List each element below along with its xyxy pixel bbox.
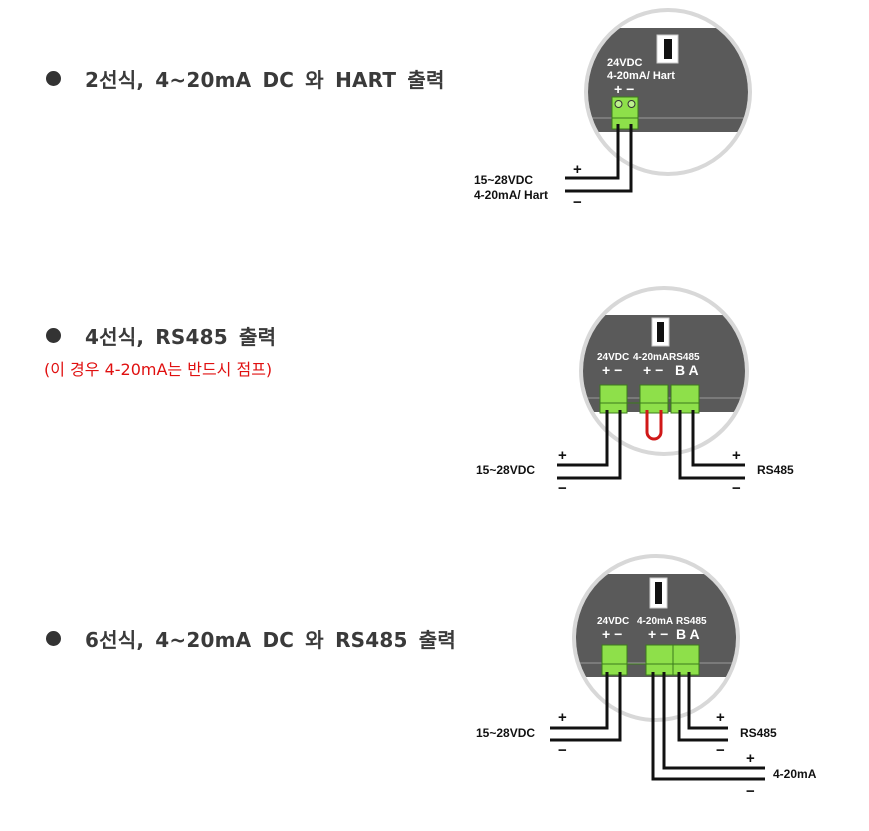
wire-label: 4-20mA [773, 767, 817, 781]
polarity-label: + − [648, 626, 668, 642]
minus-label: − [558, 480, 567, 497]
diagram-4wire: 24VDC 4-20mA RS485 + − + − B A 15~28VDC … [476, 286, 794, 497]
bullet-icon [46, 71, 61, 86]
panel-label: 24VDC [607, 57, 643, 69]
bullet-icon [46, 328, 61, 343]
plus-label: + [716, 709, 725, 726]
panel-label: RS485 [669, 352, 700, 363]
polarity-label: B A [675, 362, 699, 378]
jumper-note: (이 경우 4-20mA는 반드시 점프) [44, 360, 273, 379]
polarity-label: + − [602, 362, 622, 378]
minus-label: − [573, 194, 582, 211]
panel-label: 24VDC [597, 352, 629, 363]
wire-label: RS485 [757, 463, 794, 477]
minus-label: − [716, 742, 725, 759]
bullet-icon [46, 631, 61, 646]
section-title: 6선식, 4~20mA DC 와 RS485 출력 [85, 628, 456, 652]
minus-label: − [732, 480, 741, 497]
polarity-label: + − [602, 626, 622, 642]
section-4wire: 4선식, RS485 출력 [46, 321, 276, 350]
panel-label: 24VDC [597, 616, 629, 627]
terminal-blocks [599, 384, 700, 414]
section-title: 4선식, RS485 출력 [85, 325, 277, 349]
terminal-block [611, 96, 639, 130]
polarity-label: + − [614, 81, 634, 97]
terminal-blocks [601, 644, 700, 676]
wire-label: 4-20mA/ Hart [474, 188, 548, 202]
jumper-wire [645, 410, 663, 441]
wire-label: RS485 [740, 726, 777, 740]
wire-label: 15~28VDC [476, 726, 535, 740]
minus-label: − [746, 783, 755, 800]
diagram-2wire: 24VDC 4-20mA/ Hart + − 15~28VDC 4-20mA/ … [474, 8, 752, 211]
plus-label: + [732, 447, 741, 464]
wire-label: 15~28VDC [476, 463, 535, 477]
diagram-6wire: 24VDC 4-20mA RS485 + − + − B A 15~28VDC … [476, 554, 817, 800]
wire-label: 15~28VDC [474, 173, 533, 187]
section-title: 2선식, 4~20mA DC 와 HART 출력 [85, 68, 445, 92]
minus-label: − [558, 742, 567, 759]
plus-label: + [573, 161, 582, 178]
section-6wire: 6선식, 4~20mA DC 와 RS485 출력 [46, 624, 456, 653]
panel-label: 4-20mA [633, 352, 669, 363]
polarity-label: B A [676, 626, 700, 642]
plus-label: + [558, 709, 567, 726]
panel-label: RS485 [676, 616, 707, 627]
plus-label: + [558, 447, 567, 464]
section-2wire: 2선식, 4~20mA DC 와 HART 출력 [46, 64, 445, 93]
plus-label: + [746, 750, 755, 767]
panel-label: 4-20mA/ Hart [607, 70, 675, 82]
polarity-label: + − [643, 362, 663, 378]
panel-label: 4-20mA [637, 616, 673, 627]
